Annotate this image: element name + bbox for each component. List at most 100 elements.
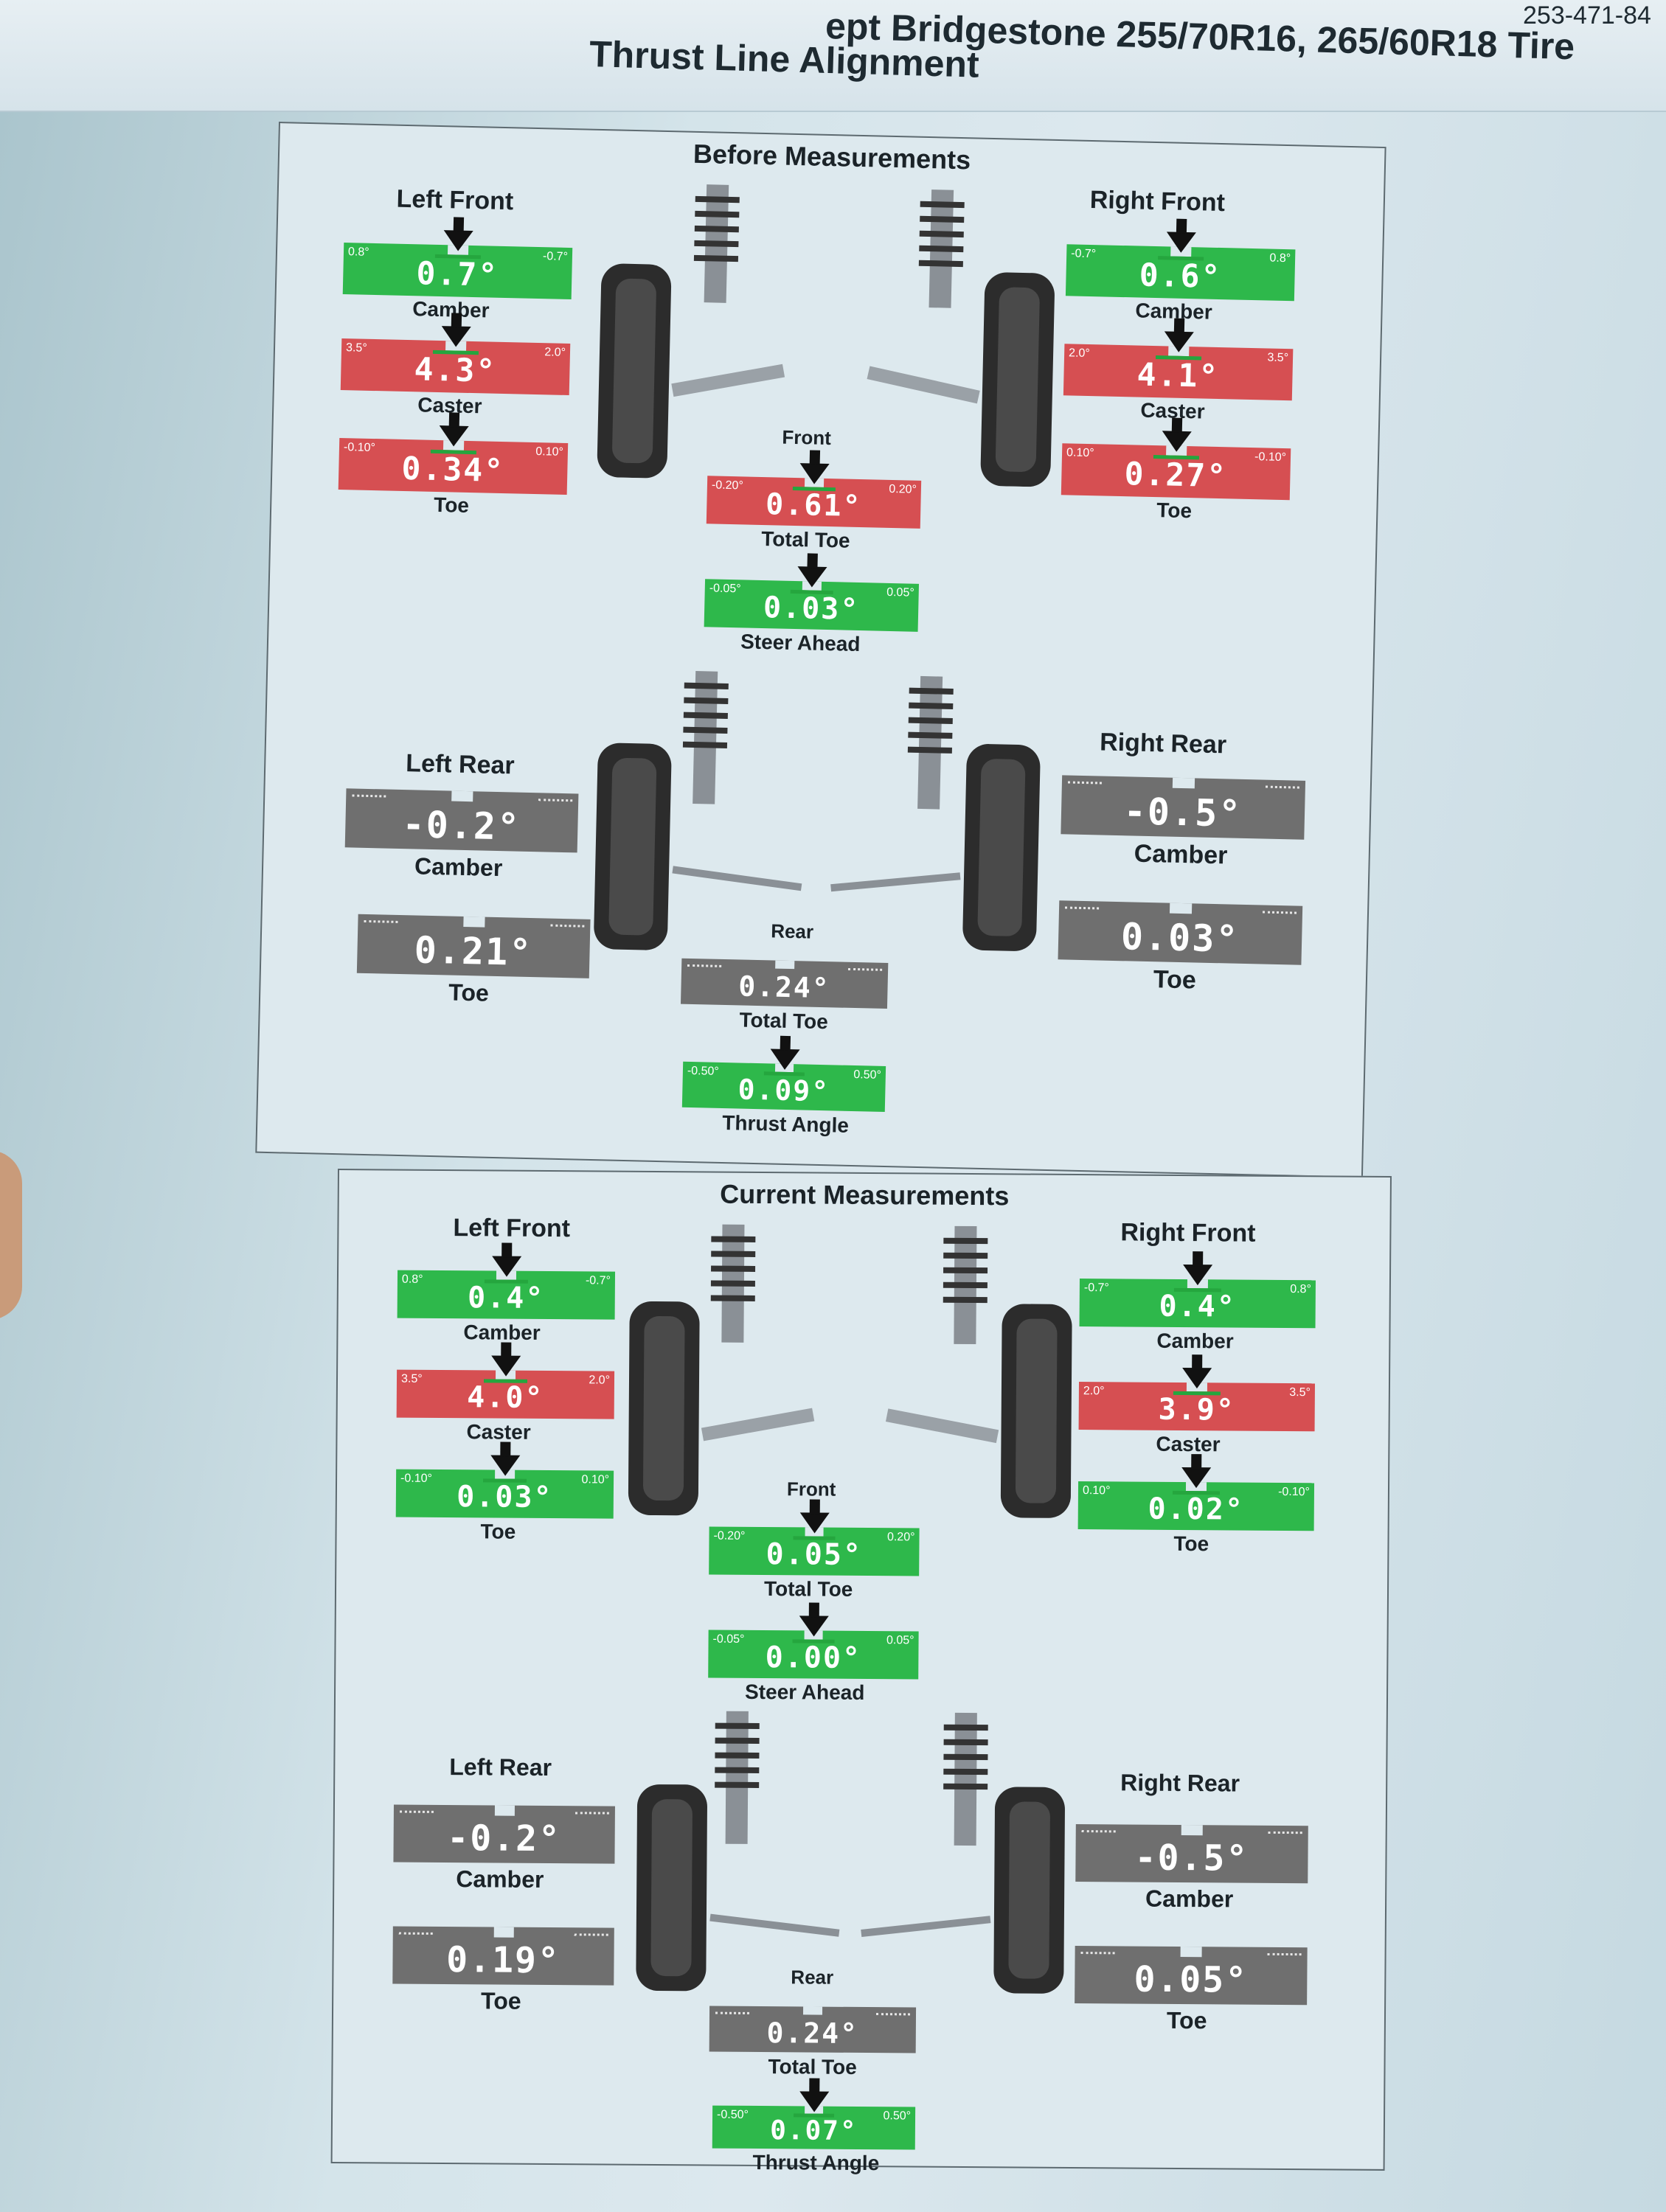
right-front-toe-label: Toe bbox=[1173, 1531, 1209, 1556]
left-rear-toe-gauge: 0.21° bbox=[356, 914, 591, 978]
right-front-toe-label: Toe bbox=[1156, 498, 1193, 523]
reading-arrow bbox=[796, 566, 827, 588]
right-rear-toe-gauge: 0.05° bbox=[1075, 1946, 1308, 2006]
left-rear-toe-gauge: 0.19° bbox=[392, 1926, 614, 1986]
front-total-toe-label: Total Toe bbox=[763, 1577, 853, 1601]
right-front-caster-gauge: 2.0°3.5°4.1° bbox=[1063, 331, 1294, 401]
rear-suspension-diagram bbox=[594, 671, 1041, 951]
gauge-value: 0.07° bbox=[770, 2115, 858, 2146]
gauge-dots bbox=[399, 1810, 434, 1813]
rear-total-toe-label: Total Toe bbox=[739, 1008, 829, 1034]
gauge-notch bbox=[493, 1927, 514, 1938]
left-front-toe-label: Toe bbox=[433, 493, 470, 517]
gauge-value: 0.7° bbox=[416, 255, 499, 294]
gauge-value: 0.05° bbox=[1134, 1958, 1249, 2001]
right-front-toe-gauge: 0.10°-0.10°0.27° bbox=[1061, 431, 1291, 501]
reading-arrow bbox=[490, 1355, 521, 1377]
reading-arrow bbox=[769, 1048, 800, 1071]
left-front-heading: Left Front bbox=[453, 1214, 571, 1243]
reading-arrow bbox=[1182, 1265, 1213, 1286]
right-front-camber-gauge: -0.7°0.8°0.4° bbox=[1079, 1265, 1316, 1329]
left-front-camber-label: Camber bbox=[463, 1321, 541, 1344]
thrust-angle-label: Thrust Angle bbox=[752, 2150, 880, 2175]
right-rear-toe-label: Toe bbox=[1166, 2006, 1207, 2034]
left-rear-heading: Left Rear bbox=[405, 749, 516, 780]
gauge-value: 0.61° bbox=[765, 487, 863, 524]
front-total-toe-label: Total Toe bbox=[760, 526, 850, 552]
gauge-value: 0.24° bbox=[737, 970, 831, 1005]
gauge-value: 0.19° bbox=[446, 1939, 560, 1982]
left-rear-heading: Left Rear bbox=[449, 1753, 552, 1781]
before-measurements-panel: Before Measurements Left Front 0.8°-0.7°… bbox=[255, 122, 1386, 1178]
front-total-toe-gauge: -0.20°0.20°0.05° bbox=[709, 1512, 920, 1576]
left-rear-toe-label: Toe bbox=[481, 1987, 521, 2014]
gauge-value: 0.05° bbox=[766, 1537, 863, 1572]
right-rear-heading: Right Rear bbox=[1120, 1769, 1240, 1797]
left-rear-camber-gauge: -0.2° bbox=[344, 788, 579, 853]
gauge-value: -0.5° bbox=[1134, 1837, 1249, 1879]
current-measurements-panel: Current Measurements Left Front 0.8°-0.7… bbox=[330, 1169, 1392, 2174]
right-front-camber-label: Camber bbox=[1156, 1329, 1234, 1353]
gauge-value: -0.2° bbox=[401, 803, 521, 849]
right-rear-camber-gauge: -0.5° bbox=[1061, 775, 1306, 840]
gauge-dots bbox=[575, 1812, 609, 1815]
gauge-value: 4.0° bbox=[467, 1380, 544, 1415]
steer-ahead-gauge: -0.05°0.05°0.03° bbox=[704, 566, 920, 632]
gauge-value: -0.2° bbox=[447, 1818, 562, 1860]
right-rear-camber-label: Camber bbox=[1134, 839, 1228, 870]
reading-arrow bbox=[799, 2091, 829, 2112]
left-front-toe-gauge: -0.10°0.10°0.03° bbox=[395, 1455, 614, 1519]
thumb bbox=[0, 1150, 22, 1320]
left-front-camber-gauge: 0.8°-0.7°0.4° bbox=[397, 1256, 616, 1320]
gauge-dots bbox=[1080, 1952, 1115, 1955]
steer-ahead-label: Steer Ahead bbox=[740, 630, 861, 656]
left-front-caster-label: Caster bbox=[466, 1420, 531, 1444]
steer-ahead-label: Steer Ahead bbox=[744, 1680, 865, 1705]
gauge-notch bbox=[463, 916, 485, 928]
gauge-dots bbox=[574, 1933, 608, 1936]
right-front-heading: Right Front bbox=[1120, 1218, 1256, 1248]
gauge-notch bbox=[1180, 1947, 1202, 1958]
right-rear-heading: Right Rear bbox=[1099, 728, 1227, 759]
right-rear-camber-gauge: -0.5° bbox=[1075, 1824, 1308, 1884]
rear-total-toe-gauge: 0.24° bbox=[709, 2006, 917, 2053]
gauge-dots bbox=[398, 1932, 433, 1935]
right-front-caster-gauge: 2.0°3.5°3.9° bbox=[1078, 1368, 1315, 1432]
reading-arrow bbox=[1164, 331, 1194, 353]
rear-suspension-diagram bbox=[636, 1711, 1065, 1994]
right-rear-camber-label: Camber bbox=[1145, 1885, 1234, 1913]
right-front-toe-gauge: 0.10°-0.10°0.02° bbox=[1077, 1467, 1315, 1531]
right-front-camber-gauge: -0.7°0.8°0.6° bbox=[1065, 232, 1296, 302]
rear-total-toe-label: Total Toe bbox=[768, 2055, 857, 2079]
reading-arrow bbox=[1181, 1368, 1212, 1389]
left-front-camber-gauge: 0.8°-0.7°0.7° bbox=[342, 230, 573, 300]
gauge-dots bbox=[1081, 1830, 1116, 1833]
reading-arrow bbox=[441, 326, 471, 347]
gauge-notch bbox=[451, 790, 473, 802]
front-suspension-diagram bbox=[628, 1224, 1072, 1518]
gauge-value: 0.03° bbox=[763, 591, 860, 627]
front-suspension-diagram bbox=[597, 184, 1055, 487]
left-front-toe-label: Toe bbox=[480, 1520, 516, 1543]
left-rear-camber-gauge: -0.2° bbox=[393, 1804, 615, 1864]
reading-arrow bbox=[439, 425, 469, 447]
gauge-notch bbox=[494, 1805, 515, 1816]
thrust-angle-label: Thrust Angle bbox=[722, 1110, 850, 1137]
gauge-notch bbox=[1172, 777, 1195, 789]
gauge-value: 0.24° bbox=[766, 2017, 859, 2050]
gauge-value: 0.03° bbox=[457, 1480, 553, 1515]
left-front-heading: Left Front bbox=[396, 184, 514, 216]
left-rear-toe-label: Toe bbox=[448, 978, 490, 1006]
thrust-angle-gauge: -0.50°0.50°0.07° bbox=[712, 2091, 916, 2150]
rear-total-toe-gauge: 0.24° bbox=[680, 958, 889, 1009]
gauge-dots bbox=[1267, 1952, 1302, 1956]
paper-header-sheet: ept Bridgestone 255/70R16, 265/60R18 Tir… bbox=[0, 0, 1666, 112]
gauge-notch bbox=[775, 960, 794, 970]
shop-phone: 253-471-84 bbox=[1523, 1, 1651, 29]
gauge-notch bbox=[1181, 1825, 1203, 1836]
panel-title: Current Measurements bbox=[720, 1178, 1010, 1211]
left-rear-camber-label: Camber bbox=[456, 1865, 544, 1893]
right-front-caster-label: Caster bbox=[1156, 1432, 1221, 1456]
gauge-value: 0.27° bbox=[1124, 456, 1228, 495]
right-rear-toe-gauge: 0.03° bbox=[1058, 900, 1303, 965]
